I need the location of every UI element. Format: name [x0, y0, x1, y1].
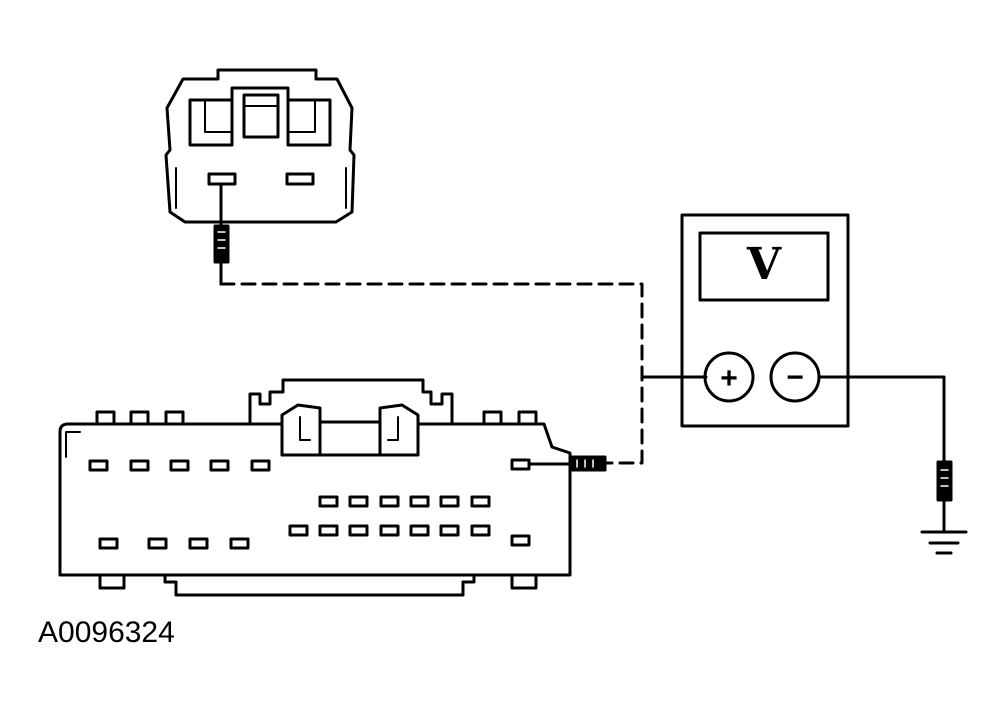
- probe-large-connector: [527, 455, 607, 472]
- probe-small-connector: [213, 224, 230, 286]
- figure-id-label: A0096324: [38, 616, 175, 649]
- meter-display-symbol: V: [746, 239, 782, 290]
- large-connector: [58, 378, 572, 597]
- small-connector: [164, 68, 356, 228]
- probe-ground: [936, 460, 953, 534]
- ground-symbol: [920, 530, 968, 555]
- test-lead-dashed: [219, 282, 644, 465]
- negative-terminal-sign: −: [786, 361, 804, 394]
- positive-terminal-sign: +: [720, 362, 738, 395]
- ground-lead: [817, 375, 946, 464]
